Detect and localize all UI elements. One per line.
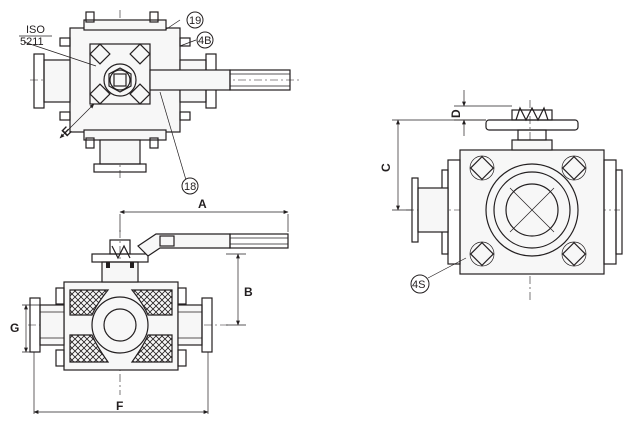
dimension-b: B xyxy=(244,285,253,299)
callout-19: 19 xyxy=(186,11,204,29)
svg-text:19: 19 xyxy=(189,15,201,27)
dimension-g: G xyxy=(10,321,19,335)
svg-text:4S: 4S xyxy=(412,279,425,291)
dimension-d: D xyxy=(449,109,463,118)
front-section-view xyxy=(22,210,289,414)
dimension-f: F xyxy=(116,399,123,413)
dimension-c: C xyxy=(379,163,393,172)
iso-label: ISO xyxy=(26,24,45,36)
side-view xyxy=(392,90,623,300)
dimension-a: A xyxy=(198,197,207,211)
iso-number: 5211 xyxy=(20,36,44,48)
callout-4s: 4S xyxy=(410,274,430,294)
svg-text:18: 18 xyxy=(184,181,196,193)
callout-4b: 4B xyxy=(196,31,214,49)
svg-text:4B: 4B xyxy=(198,35,211,47)
callout-18: 18 xyxy=(181,177,199,195)
top-view xyxy=(23,10,300,181)
